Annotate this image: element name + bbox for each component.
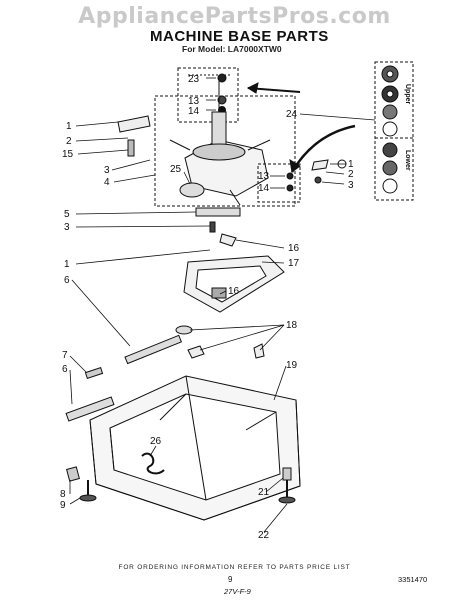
inset-box-right: [257, 163, 301, 203]
diagram-title: MACHINE BASE PARTS: [150, 28, 329, 45]
callout-6-lower: 6: [62, 364, 68, 375]
part-25: [179, 182, 205, 198]
part-23: [217, 73, 227, 83]
callout-14-right: 14: [258, 183, 270, 194]
part-8: [66, 466, 80, 482]
callout-1: 1: [66, 121, 72, 132]
label-upper: Upper: [404, 84, 411, 105]
inset-box-top: [177, 67, 239, 123]
part-9: [79, 494, 97, 502]
callout-14: 14: [188, 106, 200, 117]
callout-22: 22: [258, 530, 270, 541]
part-6-upper-rail: [124, 334, 183, 365]
callout-3-right: 3: [348, 180, 354, 191]
part-6-lower-rail: [65, 396, 115, 422]
machine-base-frame: [89, 375, 301, 521]
callout-17: 17: [288, 258, 300, 269]
callout-3-lower: 3: [64, 222, 70, 233]
callout-26: 26: [150, 436, 162, 447]
part-18-pad: [175, 325, 193, 335]
document-part-number: 3351470: [398, 575, 428, 584]
callout-16-inner: 16: [228, 286, 240, 297]
watermark: AppliancePartsPros.com: [78, 4, 391, 29]
callout-3: 3: [104, 165, 110, 176]
callout-4: 4: [104, 177, 110, 188]
callout-2: 2: [66, 136, 72, 147]
callout-5: 5: [64, 209, 70, 220]
gearcase-assembly: [169, 80, 271, 206]
part-1-left: [117, 115, 151, 133]
label-lower: Lower: [404, 150, 411, 171]
inset-box-main: [154, 95, 296, 207]
page-number: 9: [228, 575, 233, 584]
callout-18: 18: [286, 320, 298, 331]
part-16-clip: [219, 233, 237, 247]
callout-13: 13: [188, 96, 200, 107]
callout-24: 24: [286, 109, 298, 120]
bearing-lower-3: [382, 178, 398, 194]
callout-21: 21: [258, 487, 270, 498]
callout-25: 25: [170, 164, 182, 175]
part-26: [141, 452, 165, 475]
callout-9: 9: [60, 500, 66, 511]
callout-8: 8: [60, 489, 66, 500]
bearing-column: [374, 61, 414, 201]
page-code: 27V-F-9: [224, 587, 251, 596]
callout-19: 19: [286, 360, 298, 371]
callout-7: 7: [62, 350, 68, 361]
model-line: For Model: LA7000XTW0: [182, 44, 282, 54]
callout-1-lower: 1: [64, 259, 70, 270]
callout-16: 16: [288, 243, 300, 254]
part-3-screw: [209, 221, 216, 233]
part-7: [84, 367, 104, 379]
part-21: [282, 467, 292, 481]
callout-6: 6: [64, 275, 70, 286]
part-1-right: [311, 159, 329, 171]
callout-1-right: 1: [348, 159, 354, 170]
ordering-footer: FOR ORDERING INFORMATION REFER TO PARTS …: [118, 564, 351, 571]
callout-13-right: 13: [258, 171, 270, 182]
callout-2-right: 2: [348, 169, 354, 180]
bearing-lower-1: [382, 142, 398, 158]
part-15: [127, 139, 135, 157]
bearing-upper-4: [382, 121, 398, 137]
part-22: [278, 496, 296, 504]
part-5: [195, 207, 241, 217]
bearing-upper-3: [382, 104, 398, 120]
callout-15: 15: [62, 149, 74, 160]
bearing-lower-2: [382, 160, 398, 176]
callout-23: 23: [188, 74, 200, 85]
